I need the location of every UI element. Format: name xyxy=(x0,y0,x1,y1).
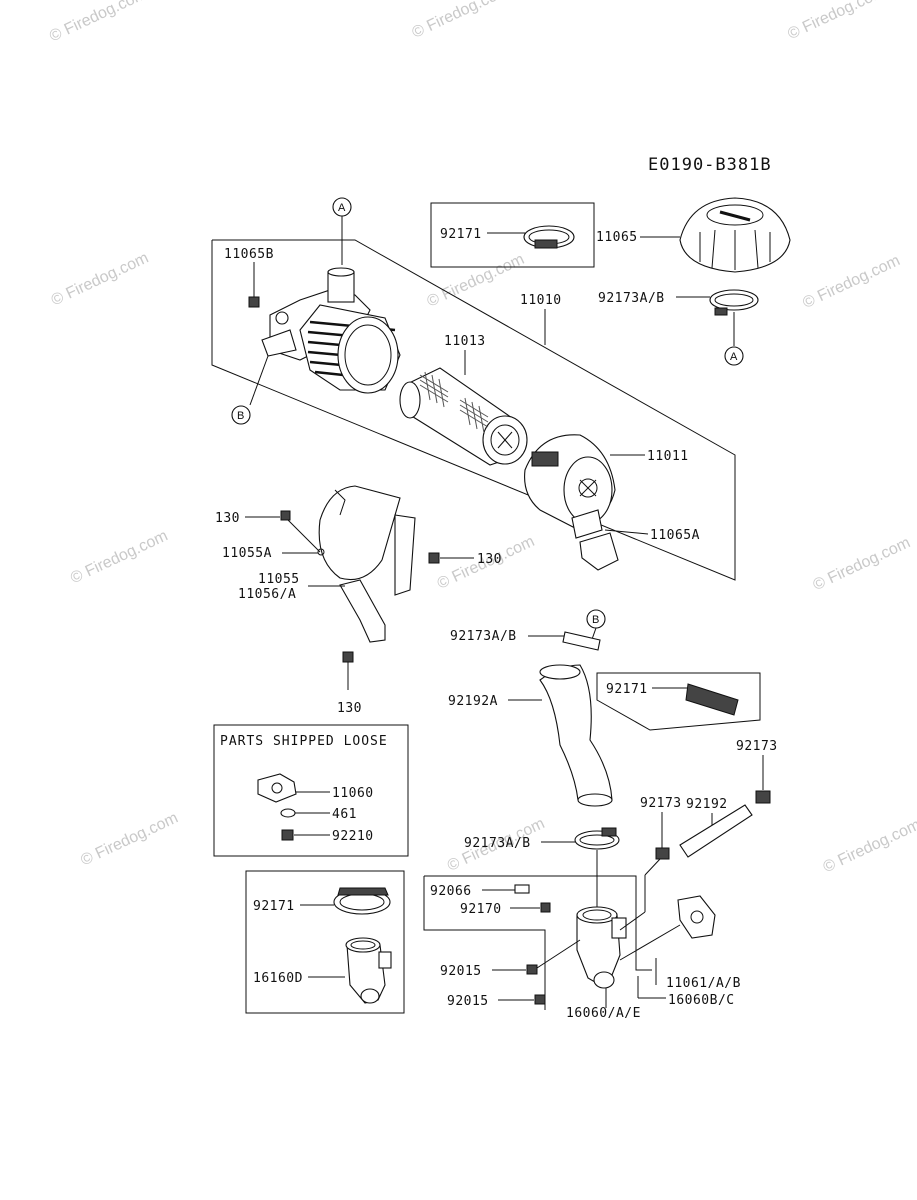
label-92171-mid: 92171 xyxy=(606,682,648,697)
air-cleaner-frame xyxy=(211,239,736,581)
diagram-code: E0190-B381B xyxy=(648,155,772,175)
bolt-icon xyxy=(280,510,291,521)
bracket-assembly-icon xyxy=(317,485,416,643)
watermark: © Firedog.com xyxy=(811,534,913,594)
svg-text:B: B xyxy=(237,410,244,422)
label-11011: 11011 xyxy=(647,449,689,464)
washer-icon xyxy=(540,902,551,913)
watermark: © Firedog.com xyxy=(410,0,512,42)
intake-hose-icon xyxy=(539,664,613,807)
label-92171-box: 92171 xyxy=(253,899,295,914)
label-92192: 92192 xyxy=(686,797,728,812)
hose-clamp-icon xyxy=(709,289,759,316)
label-11060: 11060 xyxy=(332,786,374,801)
watermarks: © Firedog.com © Firedog.com © Firedog.co… xyxy=(47,0,917,876)
parts-shipped-loose-box: PARTS SHIPPED LOOSE 11060 461 92210 xyxy=(213,724,409,857)
nut-icon xyxy=(281,829,294,841)
bolt-icon xyxy=(428,552,440,564)
label-16060bc: 16060B/C xyxy=(668,993,735,1008)
hose-clamp-icon xyxy=(574,827,620,850)
bolt-icon xyxy=(514,884,530,894)
label-11010: 11010 xyxy=(520,293,562,308)
label-92015-a: 92015 xyxy=(440,964,482,979)
watermark: © Firedog.com xyxy=(78,810,180,870)
label-11055a: 11055A xyxy=(222,546,272,561)
watermark: © Firedog.com xyxy=(821,816,917,876)
label-92171-top: 92171 xyxy=(440,227,482,242)
clamp-detail-box xyxy=(596,672,761,731)
label-11055: 11055 xyxy=(258,572,300,587)
watermark: © Firedog.com xyxy=(49,249,151,309)
assembly-frame xyxy=(424,875,652,971)
svg-text:A: A xyxy=(730,351,738,363)
washer-icon xyxy=(280,808,296,818)
bolt-icon xyxy=(248,296,260,308)
label-92173ab-mid: 92173A/B xyxy=(450,629,517,644)
svg-text:A: A xyxy=(338,202,346,214)
callout-a-right: A xyxy=(724,346,744,366)
clamp-icon xyxy=(562,631,601,651)
watermark: © Firedog.com xyxy=(800,252,902,312)
filter-cover-icon xyxy=(524,434,619,571)
gasket-icon xyxy=(257,773,297,803)
label-92173ab-low: 92173A/B xyxy=(464,836,531,851)
nut-icon xyxy=(534,994,546,1005)
air-cleaner-body-icon xyxy=(261,267,401,394)
clamp-detail-box xyxy=(430,202,595,268)
label-11065a: 11065A xyxy=(650,528,700,543)
callout-b-left: B xyxy=(231,405,251,425)
label-92210: 92210 xyxy=(332,829,374,844)
label-11065: 11065 xyxy=(596,230,638,245)
label-130-c: 130 xyxy=(337,701,362,716)
label-16060e: 16060/A/E xyxy=(566,1006,641,1021)
hose-clamp-icon xyxy=(685,683,739,716)
clamp-icon xyxy=(655,847,670,860)
label-16160d: 16160D xyxy=(253,971,303,986)
precleaner-cap-icon xyxy=(679,197,791,273)
svg-text:B: B xyxy=(592,614,599,626)
label-92173ab-top: 92173A/B xyxy=(598,291,665,306)
label-92192a: 92192A xyxy=(448,694,498,709)
callout-a-top: A xyxy=(332,197,352,265)
watermark: © Firedog.com xyxy=(785,0,887,43)
label-92066: 92066 xyxy=(430,884,472,899)
box-title: PARTS SHIPPED LOOSE xyxy=(220,734,388,749)
hose-icon xyxy=(679,804,753,858)
bolt-icon xyxy=(342,651,354,663)
label-92173-r: 92173 xyxy=(736,739,778,754)
label-92170: 92170 xyxy=(460,902,502,917)
label-11013: 11013 xyxy=(444,334,486,349)
loose-parts-detail-box: 92171 16160D xyxy=(245,870,405,1014)
gasket-icon xyxy=(677,895,716,939)
label-92173-m: 92173 xyxy=(640,796,682,811)
filter-element-icon xyxy=(399,367,528,466)
callout-b-mid: B xyxy=(586,609,606,646)
label-11061: 11061/A/B xyxy=(666,976,741,991)
nut-icon xyxy=(526,964,538,975)
label-130-b: 130 xyxy=(477,552,502,567)
watermark: © Firedog.com xyxy=(47,0,149,45)
hose-clamp-icon xyxy=(333,887,391,915)
label-461: 461 xyxy=(332,807,357,822)
label-11056a: 11056/A xyxy=(238,587,296,602)
label-11065b: 11065B xyxy=(224,247,274,262)
label-130-a: 130 xyxy=(215,511,240,526)
label-92015-b: 92015 xyxy=(447,994,489,1009)
hose-clamp-icon xyxy=(523,225,575,249)
watermark: © Firedog.com xyxy=(425,251,527,311)
inlet-elbow-icon xyxy=(345,937,392,1004)
clamp-icon xyxy=(755,790,771,804)
watermark: © Firedog.com xyxy=(68,527,170,587)
inlet-elbow-icon xyxy=(576,906,627,989)
